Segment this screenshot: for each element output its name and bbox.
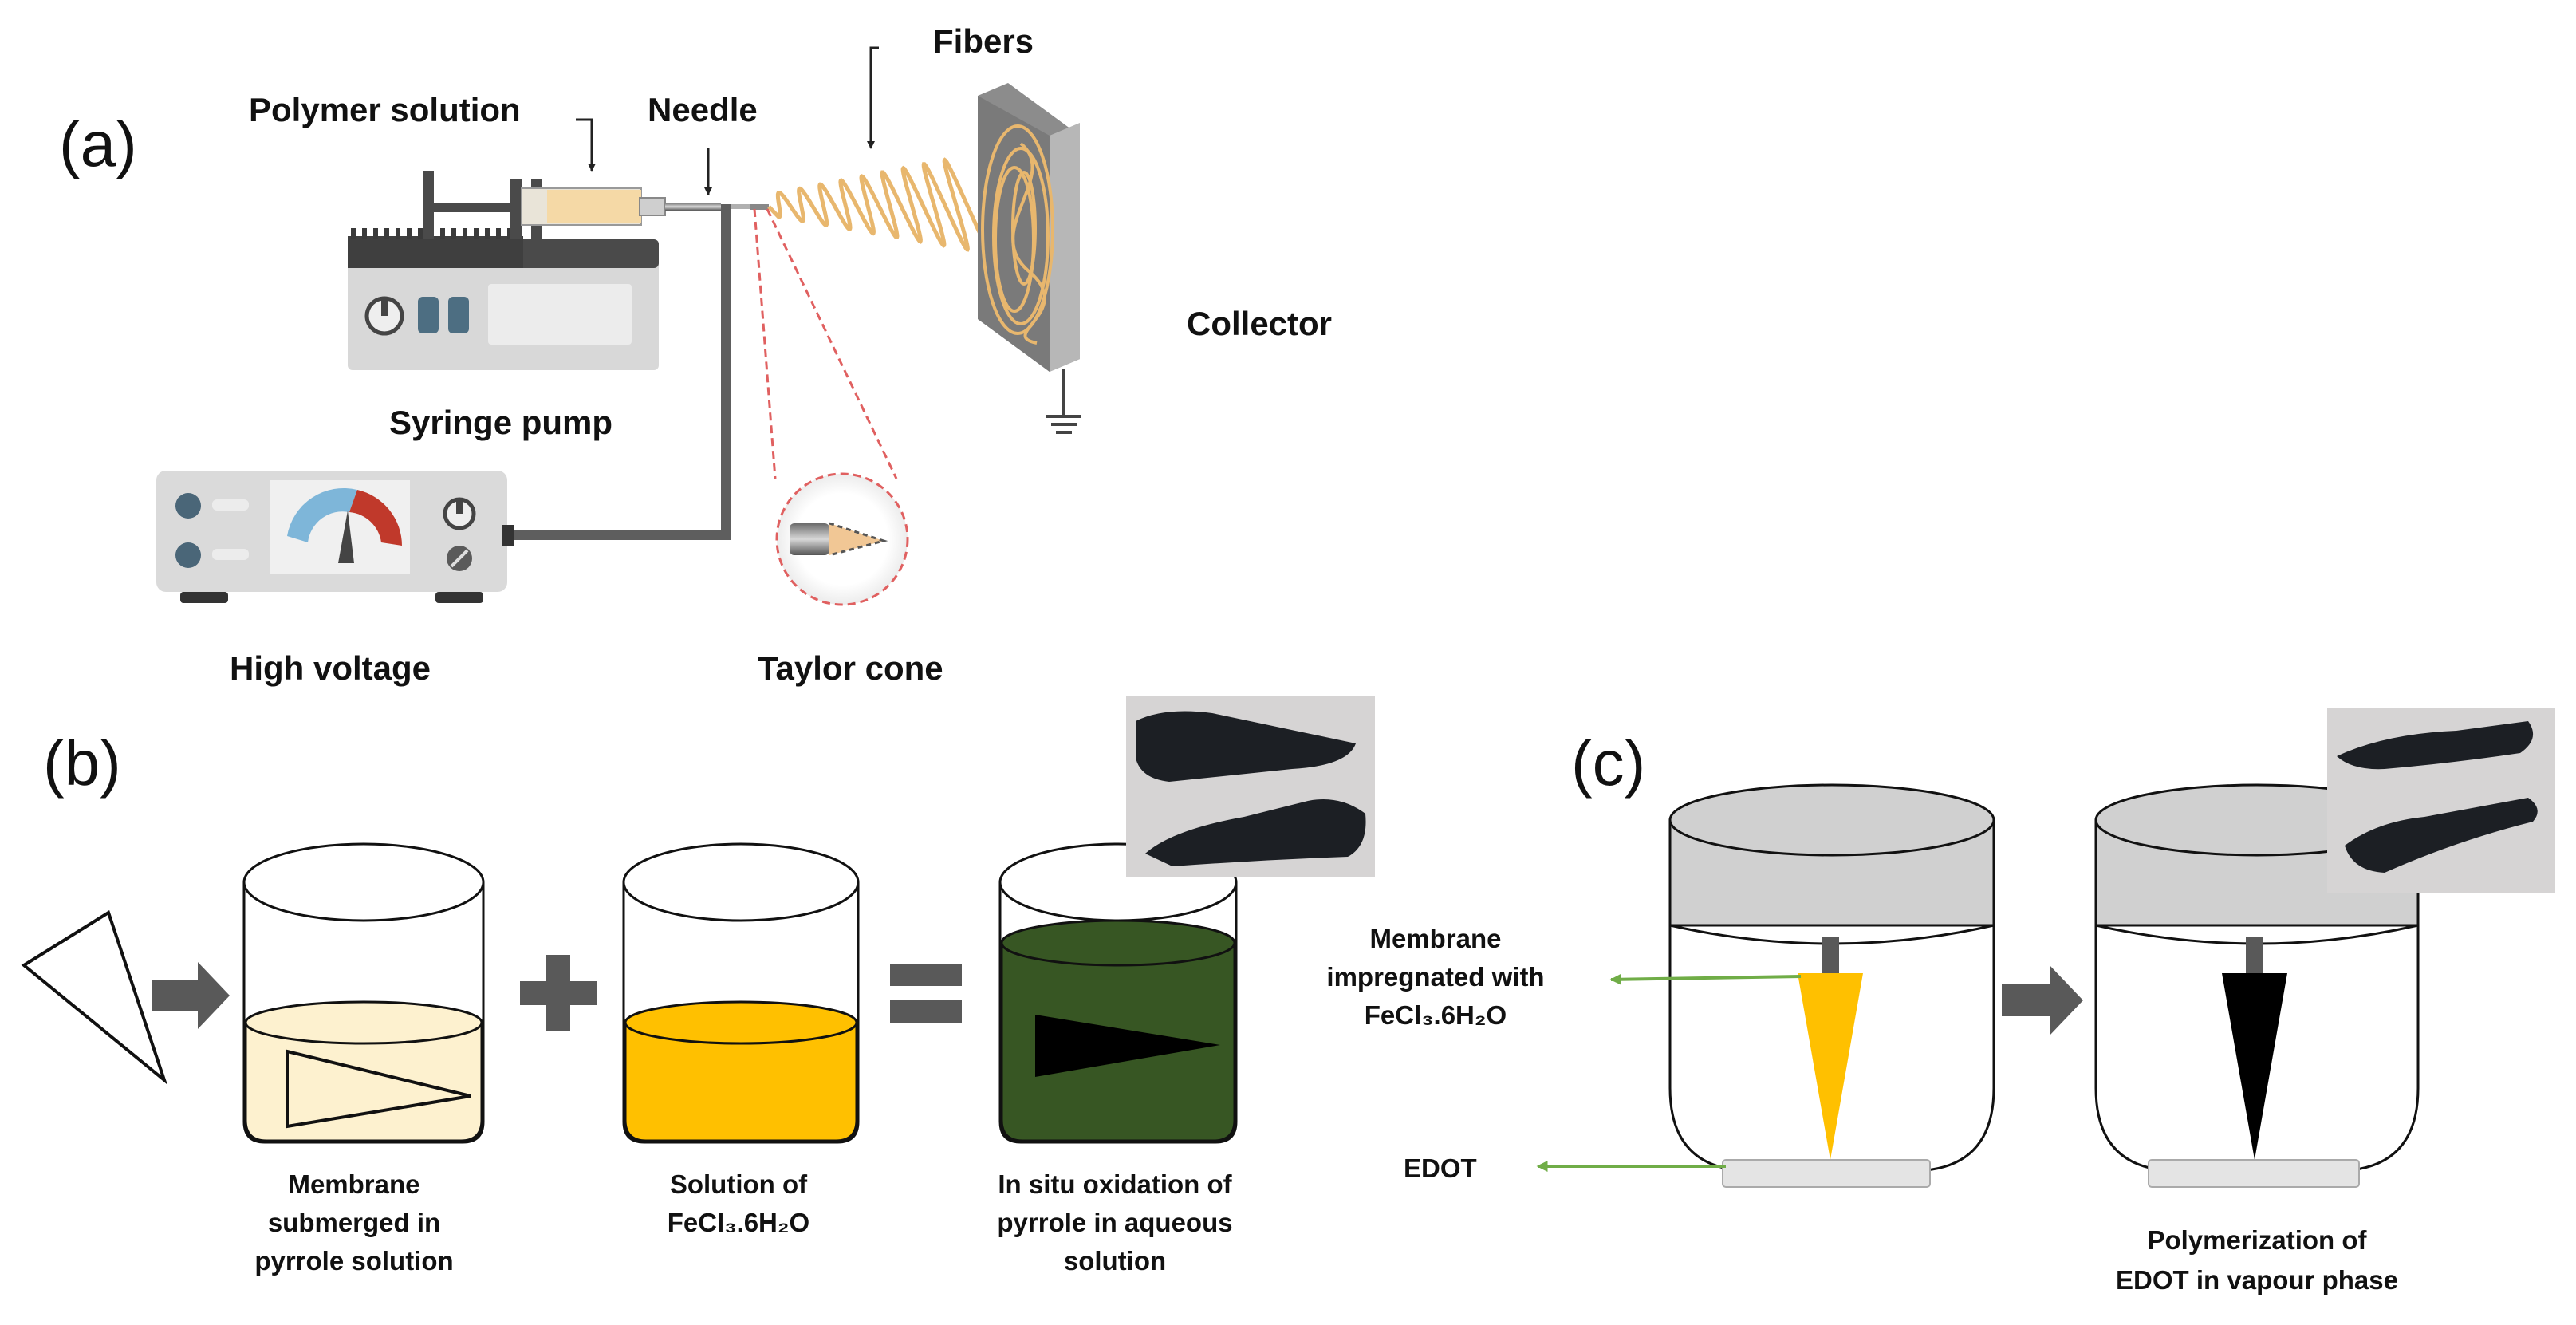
panel-a-label: (a) bbox=[59, 108, 137, 179]
fibers bbox=[767, 157, 992, 255]
caption-line: EDOT in vapour phase bbox=[2116, 1265, 2398, 1295]
label-syringe-pump: Syringe pump bbox=[389, 404, 612, 441]
label-line: Membrane bbox=[1369, 924, 1501, 953]
high-voltage-supply bbox=[156, 471, 514, 603]
equals-sign bbox=[890, 964, 962, 1023]
caption-line: pyrrole in aqueous bbox=[997, 1208, 1232, 1237]
photo-inset-b bbox=[1126, 696, 1375, 877]
caption-line: solution bbox=[1064, 1246, 1166, 1276]
caption-line: In situ oxidation of bbox=[998, 1169, 1232, 1199]
arrow-1 bbox=[152, 962, 230, 1029]
jar-membrane-pyrrole bbox=[242, 842, 485, 1144]
caption-line: Membrane bbox=[288, 1169, 419, 1199]
arrow-c bbox=[2002, 965, 2083, 1035]
label-polymer-solution: Polymer solution bbox=[249, 91, 521, 128]
label-line: impregnated with bbox=[1326, 962, 1544, 992]
caption-line: submerged in bbox=[268, 1208, 440, 1237]
caption-polymerization: Polymerization of EDOT in vapour phase bbox=[2116, 1225, 2398, 1295]
label-collector: Collector bbox=[1187, 305, 1332, 342]
needle bbox=[750, 204, 769, 210]
syringe-pump bbox=[348, 171, 761, 370]
jar-in-situ-oxidation bbox=[998, 842, 1238, 1144]
label-needle: Needle bbox=[648, 91, 758, 128]
taylor-cone-zoom bbox=[753, 208, 909, 606]
wire bbox=[514, 204, 731, 540]
label-membrane-impregnated: Membrane impregnated with FeCl₃.6H₂O bbox=[1326, 924, 1544, 1030]
label-edot: EDOT bbox=[1404, 1153, 1477, 1183]
ground-symbol bbox=[1046, 369, 1081, 434]
plus-sign bbox=[520, 955, 597, 1031]
green-arrows bbox=[1536, 973, 1802, 1172]
caption-membrane-submerged: Membrane submerged in pyrrole solution bbox=[254, 1169, 453, 1276]
caption-line: pyrrole solution bbox=[254, 1246, 453, 1276]
label-high-voltage: High voltage bbox=[230, 649, 431, 687]
label-taylor-cone: Taylor cone bbox=[758, 649, 943, 687]
caption-solution-of: Solution of FeCl₃.6H₂O bbox=[668, 1169, 809, 1237]
caption-line: Polymerization of bbox=[2147, 1225, 2367, 1255]
caption-line: FeCl₃.6H₂O bbox=[668, 1208, 809, 1237]
caption-line: Solution of bbox=[670, 1169, 808, 1199]
jar-vapour-setup-1 bbox=[1668, 783, 1995, 1188]
caption-in-situ: In situ oxidation of pyrrole in aqueous … bbox=[997, 1169, 1232, 1276]
label-line: FeCl₃.6H₂O bbox=[1365, 1000, 1507, 1030]
panel-c-label: (c) bbox=[1571, 728, 1645, 799]
panel-b-label: (b) bbox=[43, 728, 121, 799]
collector bbox=[978, 83, 1080, 372]
label-arrows-a bbox=[576, 46, 879, 195]
photo-inset-c bbox=[2327, 708, 2555, 893]
membrane-triangle bbox=[21, 909, 168, 1085]
jar-fecl3 bbox=[622, 842, 860, 1144]
label-fibers: Fibers bbox=[933, 22, 1034, 60]
